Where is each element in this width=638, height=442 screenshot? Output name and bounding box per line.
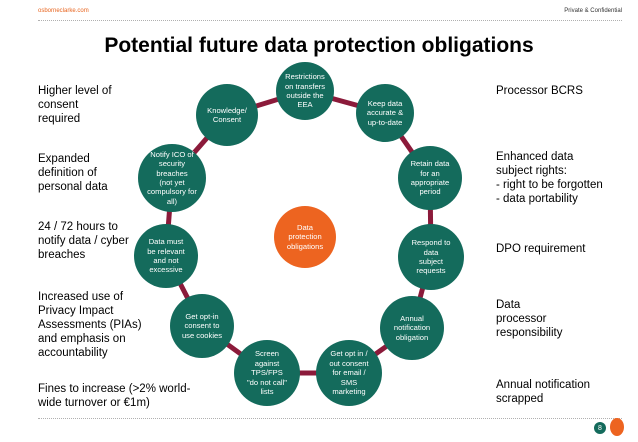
- node-notify-ico: Notify ICO of security breaches (not yet…: [138, 144, 206, 212]
- page-title: Potential future data protection obligat…: [104, 34, 534, 57]
- note-processor-bcrs: Processor BCRS: [496, 85, 583, 97]
- node-keep-data-accurate: Keep data accurate & up-to-date: [356, 84, 414, 142]
- confidential-label: Private & Confidential: [564, 8, 622, 14]
- node-annual-notification: Annual notification obligation: [380, 296, 444, 360]
- node-cookie-consent: Get opt-in consent to use cookies: [170, 294, 234, 358]
- top-divider: [38, 20, 622, 21]
- node-respond-requests: Respond to data subject requests: [398, 224, 464, 290]
- node-retain-data: Retain data for an appropriate period: [398, 146, 462, 210]
- bottom-divider: [38, 418, 622, 419]
- node-tps-fps-screening: Screen against TPS/FPS "do not call" lis…: [234, 340, 300, 406]
- node-restrictions-transfers: Restrictions on transfers outside the EE…: [276, 62, 334, 120]
- node-relevant-data: Data must be relevant and not excessive: [134, 224, 198, 288]
- note-processor-responsibility: Data processor responsibility: [496, 299, 563, 339]
- node-knowledge-consent: Knowledge/ Consent: [196, 84, 258, 146]
- brand-url: osborneclarke.com: [38, 8, 89, 14]
- note-pia: Increased use of Privacy Impact Assessme…: [38, 291, 142, 359]
- page-number: 8: [594, 422, 606, 434]
- note-expanded-definition: Expanded definition of personal data: [38, 153, 108, 193]
- brand-corner-mark: [610, 418, 624, 436]
- note-notification-scrapped: Annual notification scrapped: [496, 379, 590, 405]
- note-breach-notification: 24 / 72 hours to notify data / cyber bre…: [38, 221, 129, 261]
- note-fines: Fines to increase (>2% world- wide turno…: [38, 383, 191, 409]
- center-data-protection: Data protection obligations: [274, 206, 336, 268]
- note-higher-consent: Higher level of consent required: [38, 85, 112, 125]
- node-email-sms-consent: Get opt in / out consent for email / SMS…: [316, 340, 382, 406]
- note-enhanced-rights: Enhanced data subject rights: - right to…: [496, 151, 603, 205]
- note-dpo: DPO requirement: [496, 243, 586, 255]
